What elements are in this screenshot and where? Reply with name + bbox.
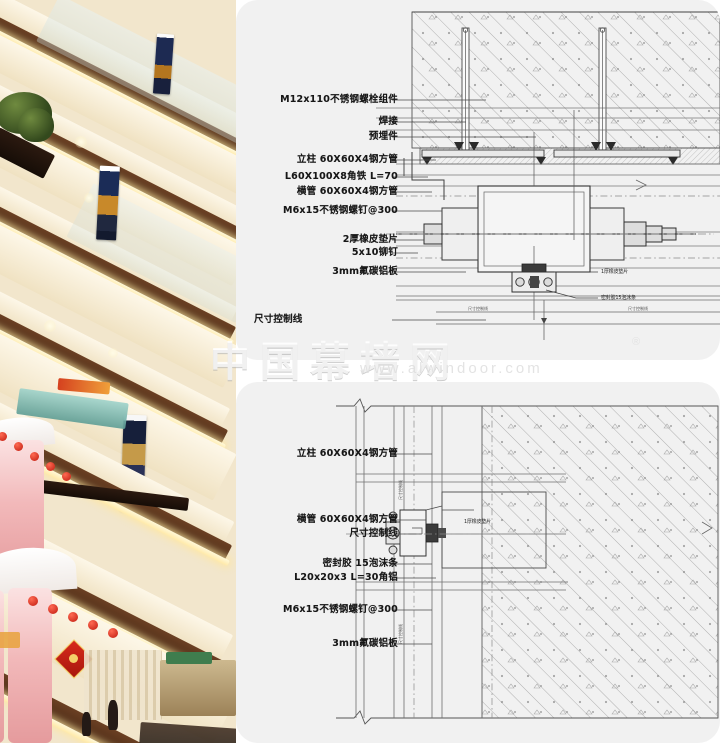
pavilion-column — [0, 590, 4, 743]
storefront-colonnade — [84, 650, 162, 720]
bottom-detail-drawing-card: 立柱 60X60X4钢方管 横管 60X60X4钢方管 尺寸控制线 密封胶 15… — [236, 382, 720, 743]
label-aluminium-panel: 3mm氟碳铝板 — [332, 266, 398, 277]
dimension-text: 尺寸控制线 — [398, 480, 403, 500]
dimension-text: 尺寸控制线 — [398, 624, 403, 644]
label-screw: M6x15不锈钢螺钉@300 — [282, 604, 398, 615]
note-rubber-gasket-1mm: 1厚橡皮垫片 — [464, 519, 491, 525]
planter-greenery — [18, 108, 54, 142]
top-detail-label-list: M12x110不锈钢螺栓组件 焊接 预埋件 立柱 60X60X4钢方管 L60X… — [248, 0, 398, 360]
note-sealant-foam-rod: 密封胶15泡沫条 — [601, 295, 636, 301]
shopper-figure — [108, 700, 118, 730]
ceiling-spotlight — [84, 193, 94, 203]
shopfront-accent — [0, 632, 20, 648]
dimension-text: 尺寸控制线 — [628, 306, 648, 311]
red-lantern — [48, 604, 58, 614]
festive-diamond-emblem — [69, 654, 78, 663]
label-aluminium-angle: L20x20x3 L=30角铝 — [294, 572, 398, 583]
label-rubber-gasket: 2厚橡皮垫片 — [342, 234, 398, 245]
red-lantern — [14, 442, 23, 451]
red-lantern — [68, 612, 78, 622]
shopping-mall-atrium-photo — [0, 0, 236, 743]
label-dimension-control-line: 尺寸控制线 — [349, 528, 398, 539]
label-transom: 横管 60X60X4钢方管 — [296, 186, 398, 197]
label-angle-iron: L60X100X8角铁 L=70 — [284, 171, 398, 182]
top-detail-drawing — [236, 0, 720, 360]
label-aluminium-panel: 3mm氟碳铝板 — [332, 638, 398, 649]
dimension-text: 尺寸控制线 — [468, 306, 488, 311]
ceiling-spotlight — [75, 136, 87, 148]
red-lantern — [108, 628, 118, 638]
bottom-detail-label-list: 立柱 60X60X4钢方管 横管 60X60X4钢方管 尺寸控制线 密封胶 15… — [248, 382, 398, 743]
label-embedded-part: 预埋件 — [368, 131, 398, 142]
bottom-detail-drawing — [236, 382, 720, 743]
red-lantern — [28, 596, 38, 606]
ceiling-spotlight — [108, 348, 118, 358]
drawing-panel: M12x110不锈钢螺栓组件 焊接 预埋件 立柱 60X60X4钢方管 L60X… — [236, 0, 720, 743]
top-detail-drawing-card: M12x110不锈钢螺栓组件 焊接 预埋件 立柱 60X60X4钢方管 L60X… — [236, 0, 720, 360]
label-dimension-control-line: 尺寸控制线 — [254, 314, 303, 325]
storefront-shop — [160, 660, 236, 716]
label-mullion: 立柱 60X60X4钢方管 — [296, 448, 398, 459]
red-lantern — [46, 462, 55, 471]
label-screw: M6x15不锈钢螺钉@300 — [282, 205, 398, 216]
label-mullion: 立柱 60X60X4钢方管 — [296, 154, 398, 165]
red-lantern — [88, 620, 98, 630]
ceiling-spotlight — [44, 320, 56, 332]
storefront-sign — [166, 652, 212, 664]
pavilion-column — [8, 588, 52, 743]
label-anchor-bolt: M12x110不锈钢螺栓组件 — [280, 94, 398, 105]
label-transom: 横管 60X60X4钢方管 — [296, 514, 398, 525]
label-weld: 焊接 — [378, 116, 398, 127]
label-sealant-foam-rod: 密封胶 15泡沫条 — [322, 558, 398, 569]
label-rivet: 5x10铆钉 — [351, 247, 398, 258]
note-rubber-gasket-1mm: 1厚橡皮垫片 — [601, 269, 628, 275]
red-lantern — [0, 432, 7, 441]
hanging-banner — [96, 165, 120, 241]
red-lantern — [62, 472, 71, 481]
red-lantern — [30, 452, 39, 461]
shopper-figure — [82, 712, 91, 736]
